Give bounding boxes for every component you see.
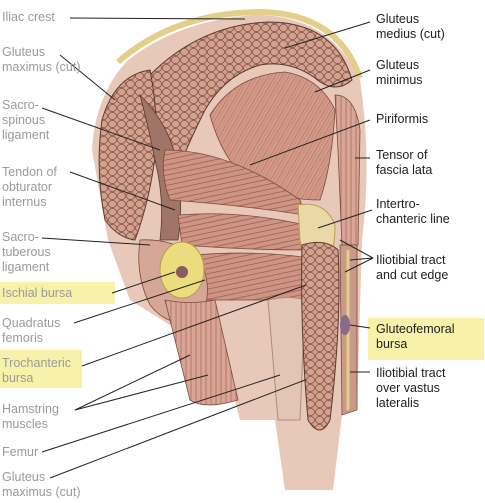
leader-tendon-obturator xyxy=(69,171,176,211)
leader-intertrochanteric xyxy=(317,209,373,229)
leader-iliac-crest xyxy=(69,17,246,20)
label-gluteus-maximus-top: Gluteus maximus (cut) xyxy=(2,45,81,74)
label-tendon-obturator: Tendon of obturator internus xyxy=(2,165,57,209)
quadratus-femoris xyxy=(194,252,313,301)
label-femur: Femur xyxy=(2,445,39,459)
label-gluteus-minimus: Gluteus minimus xyxy=(376,58,423,87)
leader-quadratus xyxy=(73,279,206,324)
label-gluteofemoral: Gluteofemoral bursa xyxy=(376,322,455,351)
femur-shaft xyxy=(267,297,306,421)
gluteus-maximus-cut-lower xyxy=(301,241,340,431)
highlight-trochanteric-bursa xyxy=(0,350,82,388)
leader-iliotibial-2 xyxy=(349,257,374,261)
gluteus-maximus-cut-left xyxy=(98,69,157,241)
label-quadratus: Quadratus femoris xyxy=(2,316,61,345)
label-intertrochanteric: Intertro- chanteric line xyxy=(376,197,450,226)
leader-sacrotuberous xyxy=(41,237,151,246)
leader-hamstring-1 xyxy=(74,354,191,411)
label-piriformis: Piriformis xyxy=(376,112,429,126)
leader-ischial-bursa xyxy=(111,271,176,294)
leader-piriformis xyxy=(249,119,371,166)
label-tensor: Tensor of fascia lata xyxy=(376,148,433,177)
ischial-bursa-dot xyxy=(176,266,188,278)
leader-lines xyxy=(41,17,374,479)
leader-gluteofemoral xyxy=(349,324,371,329)
leader-gluteus-maximus-bottom xyxy=(49,379,306,479)
label-iliotibial-vastus: Iliotibial tract over vastus lateralis xyxy=(376,366,446,410)
piriformis xyxy=(162,149,306,216)
label-trochanteric-bursa: Trochanteric bursa xyxy=(2,356,72,385)
muscle-illustration xyxy=(92,8,367,490)
label-gluteus-maximus-bottom: Gluteus maximus (cut) xyxy=(2,470,81,499)
iliac-crest-fascia xyxy=(116,8,363,79)
label-ischial-bursa: Ischial bursa xyxy=(2,286,73,300)
leader-gluteus-maximus-top xyxy=(59,54,116,101)
leader-femur xyxy=(41,374,281,453)
label-sacrotuberous: Sacro- tuberous ligament xyxy=(2,230,51,274)
gluteofemoral-bursa-shape xyxy=(340,315,350,335)
hamstring-muscles xyxy=(164,299,239,406)
leader-gluteus-minimus xyxy=(314,69,371,93)
leader-iliotibial-3 xyxy=(344,257,374,273)
label-hamstring: Hamstring muscles xyxy=(2,402,59,431)
highlight-ischial-bursa xyxy=(0,282,115,304)
leader-trochanteric xyxy=(81,284,307,367)
leader-iliotibial-1 xyxy=(339,239,374,259)
label-iliotibial-cut: Iliotibial tract and cut edge xyxy=(376,253,449,282)
leader-gluteus-medius xyxy=(284,21,371,49)
label-gluteus-medius: Gluteus medius (cut) xyxy=(376,12,445,41)
label-iliac-crest: Iliac crest xyxy=(2,10,55,24)
ligament-band xyxy=(139,93,182,241)
highlight-gluteofemoral-bursa xyxy=(368,318,484,360)
label-sacrospinous: Sacro- spinous ligament xyxy=(2,98,50,142)
leader-hamstring-2 xyxy=(74,374,209,411)
leader-sacrospinous xyxy=(41,107,161,151)
